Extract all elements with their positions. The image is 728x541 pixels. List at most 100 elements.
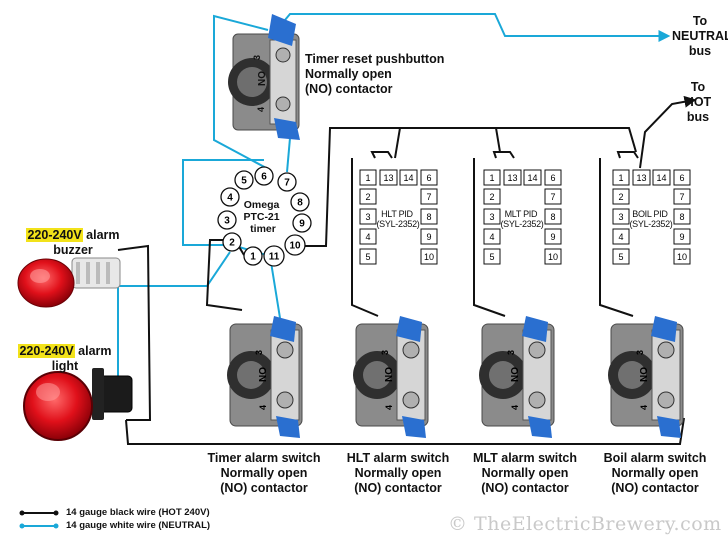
timer-name-label: Omega PTC-21 timer xyxy=(243,199,282,235)
hot-wire-boil-jumper xyxy=(616,151,639,159)
mlt-left-terminals: 1 2 3 4 5 xyxy=(483,169,501,265)
timer-pin-6: 6 xyxy=(254,166,274,186)
svg-text:10: 10 xyxy=(289,241,301,252)
timer-pin-11: 11 xyxy=(263,245,285,267)
hlt-top-terminals: 13 14 xyxy=(379,169,418,186)
hot-wire-pid-bridge xyxy=(394,127,637,159)
hot-bus-label: To HOT bus xyxy=(684,80,712,124)
mlt-top-terminals: 13 14 xyxy=(503,169,542,186)
boil-left-terminals: 1 2 3 4 5 xyxy=(612,169,630,265)
svg-text:2: 2 xyxy=(229,238,235,249)
copyright-watermark: © TheElectricBrewery.com xyxy=(448,513,722,535)
svg-text:14: 14 xyxy=(527,173,537,183)
boil-alarm-switch-label: Boil alarm switch Normally open (NO) con… xyxy=(603,451,707,495)
svg-text:2: 2 xyxy=(489,192,494,202)
pid-mlt-line-1: MLT PID xyxy=(505,209,538,219)
hlt-left-terminals: 1 2 3 4 5 xyxy=(359,169,377,265)
timer-pin-10: 10 xyxy=(284,234,306,256)
timer-pin-4: 4 xyxy=(220,187,240,207)
hot-wire-mlt-jumper xyxy=(492,151,515,159)
timer-switch-mark-no: NO xyxy=(258,367,269,382)
timer-pin-5: 5 xyxy=(234,170,254,190)
buzzer-voltage: 220-240V xyxy=(26,228,83,242)
svg-text:7: 7 xyxy=(679,192,684,202)
svg-text:10: 10 xyxy=(677,252,687,262)
timer-pin-3: 3 xyxy=(217,210,237,230)
svg-text:10: 10 xyxy=(424,252,434,262)
hlt-alarm-switch-label: HLT alarm switch Normally open (NO) cont… xyxy=(346,451,450,495)
light-voltage: 220-240V xyxy=(18,344,75,358)
svg-text:13: 13 xyxy=(383,173,393,183)
reset-mark-3: 3 xyxy=(252,55,262,60)
hlt-switch-mark-3: 3 xyxy=(380,350,390,355)
reset-mark-4: 4 xyxy=(256,107,266,112)
mlt-switch-mark-4: 4 xyxy=(510,405,520,410)
svg-text:8: 8 xyxy=(297,198,303,209)
hot-wire-hlt-jumper xyxy=(370,151,393,159)
svg-text:5: 5 xyxy=(618,252,623,262)
svg-text:2: 2 xyxy=(618,192,623,202)
pid-mlt-terminals: 1 2 3 4 5 13 14 6 7 8 9 10 xyxy=(483,169,562,265)
pid-boil-line-1: BOIL PID xyxy=(632,209,668,219)
boil-switch-mark-4: 4 xyxy=(639,405,649,410)
svg-text:9: 9 xyxy=(426,232,431,242)
svg-text:3: 3 xyxy=(618,212,623,222)
pid-hlt-label: HLT PID (SYL-2352) xyxy=(376,209,419,229)
light-word: light xyxy=(51,359,79,373)
pid-hlt-line-1: HLT PID xyxy=(381,209,413,219)
timer-reset-label: Timer reset pushbutton Normally open (NO… xyxy=(305,52,445,96)
neutral-wire-buzzer-light xyxy=(118,251,231,287)
svg-text:4: 4 xyxy=(365,232,370,242)
hot-wire-timer-switch xyxy=(205,239,245,311)
svg-text:6: 6 xyxy=(679,173,684,183)
svg-text:8: 8 xyxy=(679,212,684,222)
timer-pin-8: 8 xyxy=(290,192,310,212)
hlt-switch-mark-4: 4 xyxy=(384,405,394,410)
svg-text:1: 1 xyxy=(618,173,623,183)
svg-text:5: 5 xyxy=(365,252,370,262)
timer-pin-9: 9 xyxy=(292,213,312,233)
hot-wires xyxy=(117,95,697,445)
timer-pin-1: 1 xyxy=(243,246,263,266)
svg-text:8: 8 xyxy=(426,212,431,222)
svg-text:8: 8 xyxy=(550,212,555,222)
svg-text:7: 7 xyxy=(426,192,431,202)
mlt-right-terminals: 6 7 8 9 10 xyxy=(544,169,562,265)
hot-wire-hlt-out xyxy=(351,158,379,317)
svg-text:9: 9 xyxy=(679,232,684,242)
svg-text:9: 9 xyxy=(299,219,305,230)
boil-right-terminals: 6 7 8 9 10 xyxy=(673,169,691,265)
svg-text:1: 1 xyxy=(365,173,370,183)
svg-text:9: 9 xyxy=(550,232,555,242)
neutral-wire-reset-loop xyxy=(213,14,271,171)
hlt-right-terminals: 6 7 8 9 10 xyxy=(420,169,438,265)
legend-white-wire-label: 14 gauge white wire (NEUTRAL) xyxy=(66,520,211,531)
hlt-switch-mark-no: NO xyxy=(384,367,395,382)
svg-text:11: 11 xyxy=(269,252,280,263)
timer-alarm-contactor: 3 NO 4 xyxy=(227,316,303,438)
svg-text:2: 2 xyxy=(365,192,370,202)
svg-text:3: 3 xyxy=(489,212,494,222)
svg-text:5: 5 xyxy=(241,176,247,187)
timer-name-line-1: Omega xyxy=(244,199,280,211)
svg-text:6: 6 xyxy=(550,173,555,183)
pid-hlt-terminals: 1 2 3 4 5 13 14 6 7 8 9 10 xyxy=(359,169,438,265)
svg-text:1: 1 xyxy=(250,252,256,263)
hot-wire-switch-chain xyxy=(125,417,685,445)
timer-pin-2: 2 xyxy=(222,232,242,252)
pid-boil-line-2: (SYL-2352) xyxy=(629,219,672,229)
svg-text:6: 6 xyxy=(426,173,431,183)
boil-switch-mark-3: 3 xyxy=(635,350,645,355)
svg-text:4: 4 xyxy=(489,232,494,242)
svg-text:7: 7 xyxy=(550,192,555,202)
boil-alarm-contactor: 3 NO 4 xyxy=(608,316,684,438)
mlt-alarm-switch-label: MLT alarm switch Normally open (NO) cont… xyxy=(473,451,577,495)
pid-boil-terminals: 1 2 3 4 5 13 14 6 7 8 9 10 xyxy=(612,169,691,265)
hot-wire-timer-out xyxy=(298,127,501,247)
svg-text:13: 13 xyxy=(636,173,646,183)
timer-switch-mark-4: 4 xyxy=(258,405,268,410)
hot-wire-buzzer xyxy=(117,244,152,421)
timer-reset-pushbutton: 3 NO 4 xyxy=(228,14,300,140)
svg-text:4: 4 xyxy=(227,193,233,204)
